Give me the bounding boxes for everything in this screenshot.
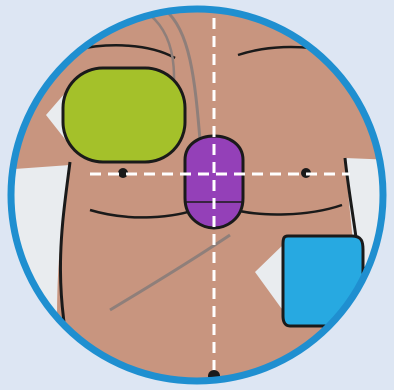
electrode-pad-green <box>63 68 185 162</box>
